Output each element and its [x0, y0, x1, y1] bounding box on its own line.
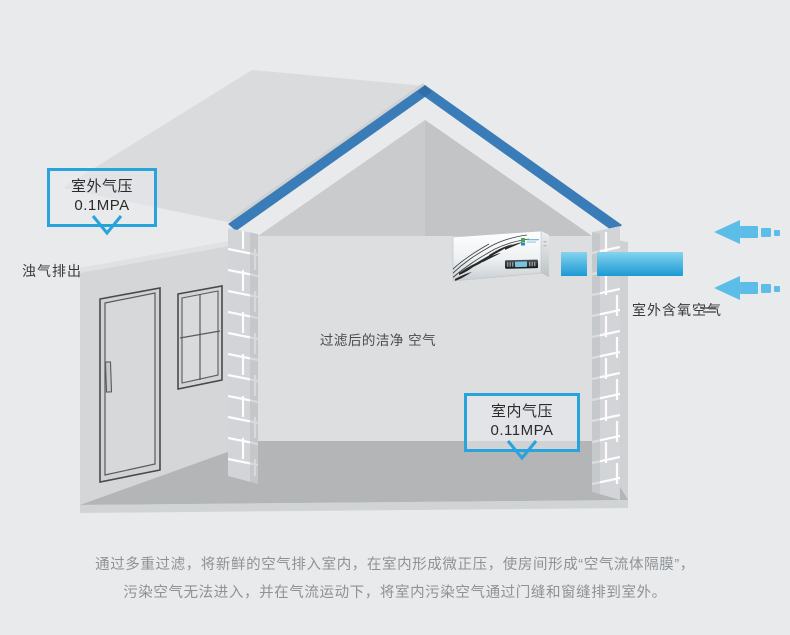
airflow-indoor — [561, 252, 587, 276]
callout-indoor-pointer — [506, 440, 538, 461]
callout-indoor-line1: 室内气压 — [490, 403, 553, 420]
callout-outdoor-line2: 0.1MPA — [74, 196, 130, 214]
exhaust-mark — [700, 307, 716, 313]
air-purifier-device[interactable] — [449, 229, 553, 285]
intake-arrow-2 — [714, 276, 780, 300]
caption-line-1: 通过多重过滤，将新鲜的空气排入室内，在室内形成微正压，使房间形成“空气流体隔膜”… — [95, 557, 695, 573]
device-wave-graphic — [453, 234, 530, 281]
callout-outdoor-line1: 室外气压 — [70, 178, 133, 195]
caption-line-2: 污染空气无法进入，并在气流运动下，将室内污染空气通过门缝和窗缝排到室外。 — [123, 584, 667, 601]
window — [177, 285, 223, 390]
door — [99, 287, 161, 483]
brick-column-left — [228, 228, 258, 484]
label-filtered-air: 过滤后的洁净 空气 — [318, 331, 438, 351]
label-outdoor-air: 室外含氧空气 — [632, 302, 722, 318]
callout-indoor-pressure: 室内气压 0.11MPA — [464, 393, 580, 452]
caption: 通过多重过滤，将新鲜的空气排入室内，在室内形成微正压，使房间形成“空气流体隔膜”… — [0, 552, 790, 607]
brand-logo-icon — [521, 238, 539, 246]
callout-indoor-line2: 0.11MPA — [490, 421, 554, 439]
label-filtered-air-line1: 过滤后的洁净 — [319, 333, 404, 348]
callout-outdoor-pointer — [91, 215, 123, 236]
label-exhaust: 浊气排出 — [22, 263, 82, 279]
label-filtered-air-line2: 空气 — [408, 333, 437, 348]
airflow-duct — [597, 252, 683, 276]
intake-arrow-1 — [714, 220, 780, 244]
brick-column-right — [592, 226, 620, 500]
device-control-panel — [504, 259, 539, 269]
